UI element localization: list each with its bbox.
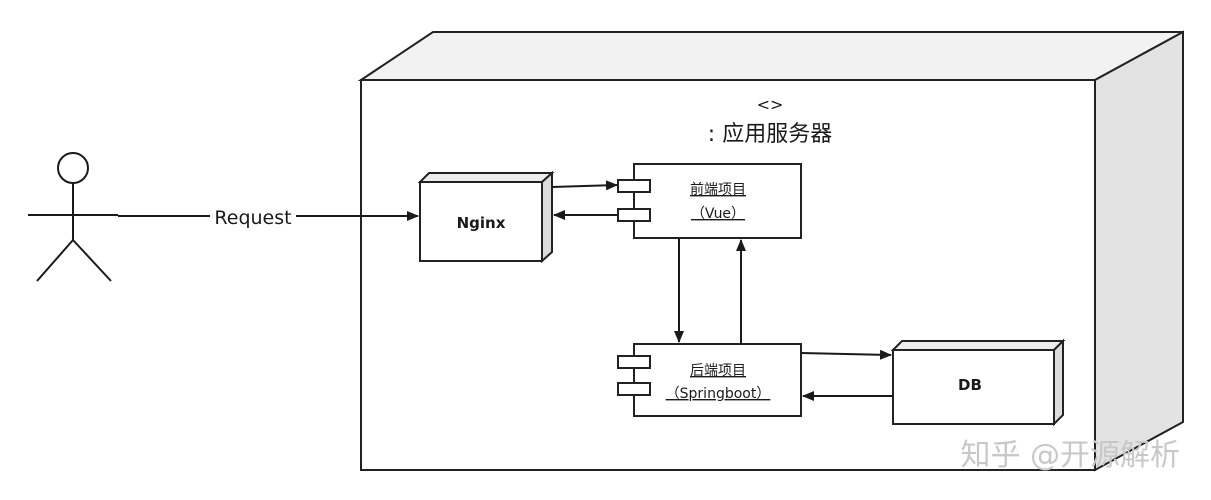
- component-port: [617, 208, 651, 222]
- watermark: 知乎 @开源解析: [960, 438, 1180, 473]
- node-title: : 应用服务器: [708, 122, 832, 147]
- nginx-node: Nginx: [417, 170, 555, 264]
- node-top-face: [357, 31, 1184, 81]
- nginx-label: Nginx: [457, 214, 506, 232]
- node-side-face: [1094, 30, 1184, 472]
- component-port: [617, 179, 651, 193]
- backend-tech: （Springboot）: [666, 386, 771, 402]
- frontend-name: 前端项目: [690, 181, 746, 198]
- request-connector: Request: [118, 207, 419, 229]
- app-server-node: <> : 应用服务器: [357, 30, 1184, 472]
- frontend-tech: （Vue）: [691, 206, 745, 222]
- actor-user: [28, 152, 118, 282]
- component-port: [617, 382, 651, 396]
- request-label: Request: [214, 207, 291, 229]
- nginx-to-frontend-arrow: [551, 180, 618, 191]
- db-node: DB: [890, 338, 1066, 427]
- db-label: DB: [958, 376, 982, 394]
- node-stereotype: <>: [757, 95, 784, 114]
- backend-name: 后端项目: [690, 363, 746, 379]
- component-port: [617, 355, 651, 369]
- frontend-component: 前端项目 （Vue）: [617, 163, 802, 239]
- backend-component: 后端项目 （Springboot）: [617, 343, 802, 417]
- backend-to-db-arrow: [800, 349, 892, 360]
